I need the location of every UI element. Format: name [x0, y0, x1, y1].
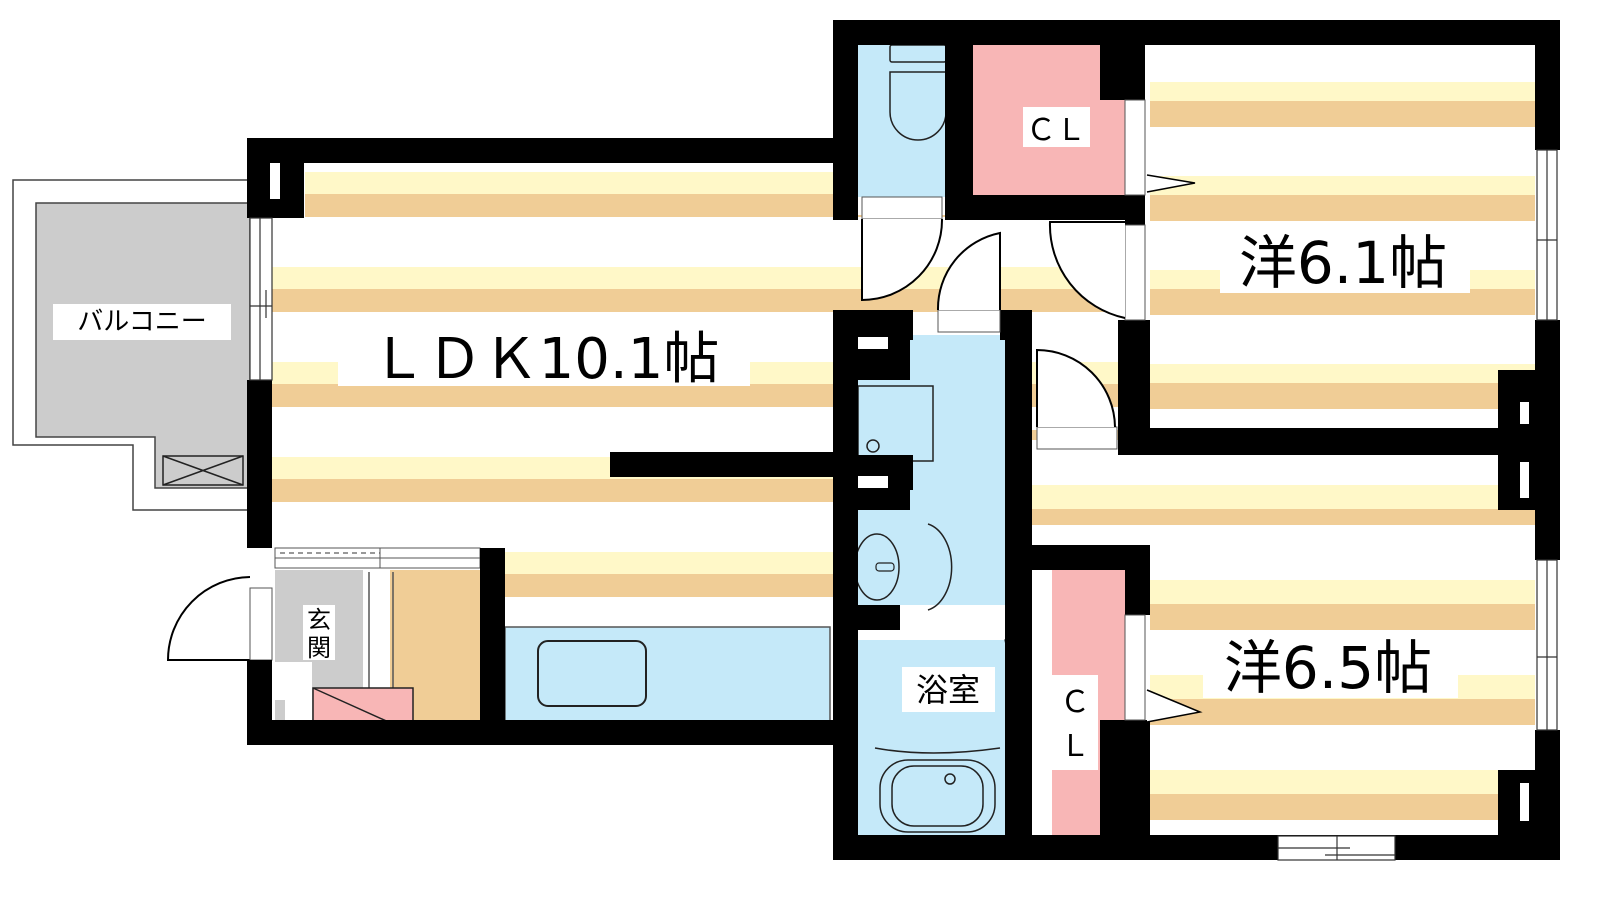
window-room-2-bottom[interactable] — [1277, 835, 1396, 861]
toilet-room — [853, 42, 948, 197]
ldk-label: ＬＤＫ10.1帖 — [371, 327, 720, 392]
kitchen-counter — [504, 626, 831, 723]
closet-bottom-label-line1: Ｃ — [1060, 685, 1090, 720]
toilet-icon — [889, 44, 947, 141]
closet-top-door[interactable] — [1124, 99, 1196, 196]
front-door[interactable] — [166, 576, 273, 661]
bathtub-icon — [874, 747, 1001, 833]
window-room-1[interactable] — [1536, 149, 1558, 321]
toilet-door[interactable] — [861, 196, 944, 302]
western-room-1-label: 洋6.1帖 — [1239, 229, 1447, 297]
closet-bottom-door[interactable] — [1124, 614, 1203, 723]
washing-machine-icon — [857, 385, 934, 462]
entrance-label-line2: 関 — [307, 634, 331, 662]
washroom-door[interactable] — [936, 231, 1001, 333]
aircon-outdoor-unit-icon — [162, 455, 244, 486]
balcony-label: バルコニー — [77, 307, 206, 337]
bathroom-label: 浴室 — [916, 671, 980, 709]
closet-top-label: ＣＬ — [1026, 113, 1086, 148]
entrance: 玄 関 玄関 — [166, 547, 481, 734]
balcony: バルコニー — [12, 179, 251, 511]
bathroom: 浴室 — [855, 639, 1021, 835]
room-1-door[interactable] — [1048, 221, 1146, 321]
balcony-window[interactable] — [249, 217, 273, 381]
storage-door[interactable] — [1036, 348, 1118, 450]
closet-bottom-label-line2: Ｌ — [1060, 729, 1090, 764]
western-room-2: 洋6.5帖 — [1150, 570, 1535, 840]
kitchen-sink-icon — [537, 640, 647, 707]
western-room-2-label: 洋6.5帖 — [1224, 634, 1432, 702]
western-room-1: 洋6.1帖 — [1150, 45, 1535, 430]
entrance-label-line1: 玄 — [307, 606, 331, 634]
closet-top: ＣＬ — [973, 44, 1125, 197]
window-room-2-side[interactable] — [1536, 559, 1558, 731]
walls — [247, 20, 1560, 860]
